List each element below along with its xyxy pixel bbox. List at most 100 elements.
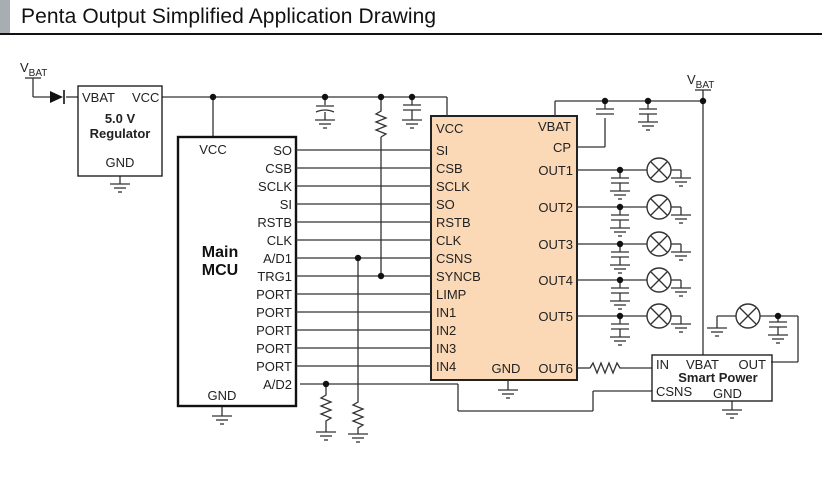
lamp-icon: [646, 194, 672, 220]
regulator-block: [77, 85, 163, 177]
mcu-pin-vcc: VCC: [199, 142, 226, 157]
title-accent-bar: [0, 0, 10, 33]
ground-icon: [638, 121, 658, 131]
capacitor-icon: [611, 207, 629, 228]
smart-pin-csns: CSNS: [656, 384, 692, 399]
mcu-pin-gnd: GND: [208, 388, 237, 403]
smart-pin-out: OUT: [739, 357, 767, 372]
reg-pin-gnd: GND: [106, 155, 135, 170]
ic-output-label: OUT5: [538, 309, 573, 324]
ic-pin-label: IN2: [436, 323, 456, 338]
ic-pin-vbat: VBAT: [538, 119, 571, 134]
ground-icon: [671, 177, 691, 187]
ic-pin-label: IN3: [436, 341, 456, 356]
mcu-pin-label: SO: [273, 143, 292, 158]
mcu-name-line2: MCU: [202, 262, 238, 279]
penta-output-ic: [430, 115, 578, 381]
ic-pin-label: CLK: [436, 233, 462, 248]
out6-resistor-icon: [589, 361, 622, 375]
title-bar: Penta Output Simplified Application Draw…: [0, 0, 822, 35]
smart-pin-vbat: VBAT: [686, 357, 719, 372]
mcu-pin-label: RSTB: [257, 215, 292, 230]
smart-pin-gnd: GND: [713, 386, 742, 401]
ground-icon: [610, 264, 630, 274]
diode-icon: [50, 90, 65, 104]
lamp-icon: [646, 231, 672, 257]
ground-icon: [707, 327, 727, 337]
junction-dot: [616, 240, 624, 248]
junction-dot: [616, 166, 624, 174]
ground-icon: [212, 415, 232, 425]
reg-pin-vbat: VBAT: [82, 90, 115, 105]
mcu-name-line1: Main: [202, 244, 238, 261]
ic-pin-label: CSNS: [436, 251, 472, 266]
ad1-resistor-icon: [351, 400, 365, 434]
junction-dot: [699, 97, 707, 105]
reg-name-line2: Regulator: [90, 126, 151, 141]
junction-dot: [377, 93, 385, 101]
smart-power-block: [651, 354, 773, 402]
mcu-pin-label: TRG1: [257, 269, 292, 284]
mcu-pin-label: PORT: [256, 305, 292, 320]
ic-output-label: OUT4: [538, 273, 573, 288]
mcu-pin-label: PORT: [256, 287, 292, 302]
main-mcu-block: [176, 135, 298, 408]
ic-output-label: OUT2: [538, 200, 573, 215]
ground-icon: [348, 433, 368, 443]
ground-icon: [402, 119, 422, 129]
ic-pin-label: LIMP: [436, 287, 466, 302]
ground-icon: [610, 300, 630, 310]
ground-icon: [722, 409, 742, 419]
mcu-pin-label: CLK: [267, 233, 293, 248]
mcu-pin-label: PORT: [256, 323, 292, 338]
junction-dot: [616, 203, 624, 211]
capacitor-icon: [769, 321, 787, 335]
ic-output-label: OUT3: [538, 237, 573, 252]
pullup-resistor-icon: [374, 108, 388, 138]
mcu-pin-label: A/D2: [263, 377, 292, 392]
diagram-title: Penta Output Simplified Application Draw…: [21, 5, 437, 28]
ic-pin-cp: CP: [553, 140, 571, 155]
ic-pin-gnd: GND: [492, 361, 521, 376]
ground-icon: [610, 190, 630, 200]
ic-output-label: OUT1: [538, 163, 573, 178]
ground-icon: [671, 323, 691, 333]
junction-dot: [616, 312, 624, 320]
junction-dot: [644, 97, 652, 105]
smart-pin-in: IN: [656, 357, 669, 372]
lamp-icon: [646, 303, 672, 329]
capacitor-icon: [596, 108, 614, 115]
ic-pin-label: CSB: [436, 161, 463, 176]
ic-pin-label: SI: [436, 143, 448, 158]
smart-power-name: Smart Power: [678, 370, 757, 385]
junction-dot: [321, 93, 329, 101]
ad2-resistor-icon: [319, 392, 333, 432]
ic-pin-label: IN1: [436, 305, 456, 320]
ground-icon: [315, 119, 335, 129]
ic-pin-label: SCLK: [436, 179, 470, 194]
junction-dot: [601, 97, 609, 105]
ic-pin-label: SO: [436, 197, 455, 212]
vbat-label-left: VBAT: [20, 60, 47, 79]
ground-icon: [610, 227, 630, 237]
junction-dot: [774, 312, 782, 320]
ic-pin-label: SYNCB: [436, 269, 481, 284]
ground-icon: [671, 251, 691, 261]
junction-dot: [616, 276, 624, 284]
capacitor-icon: [403, 104, 421, 120]
junction-dot: [209, 93, 217, 101]
mcu-pin-label: SCLK: [258, 179, 292, 194]
reg-name-line1: 5.0 V: [105, 111, 136, 126]
junction-dot: [322, 380, 330, 388]
ground-icon: [110, 183, 130, 193]
capacitor-icon: [315, 105, 335, 120]
reg-pin-vcc: VCC: [132, 90, 159, 105]
ground-icon: [498, 389, 518, 399]
junction-dot: [377, 272, 385, 280]
mcu-pin-label: CSB: [265, 161, 292, 176]
ground-icon: [316, 431, 336, 441]
lamp-icon: [646, 267, 672, 293]
mcu-pin-label: PORT: [256, 341, 292, 356]
wires: [32, 78, 799, 416]
